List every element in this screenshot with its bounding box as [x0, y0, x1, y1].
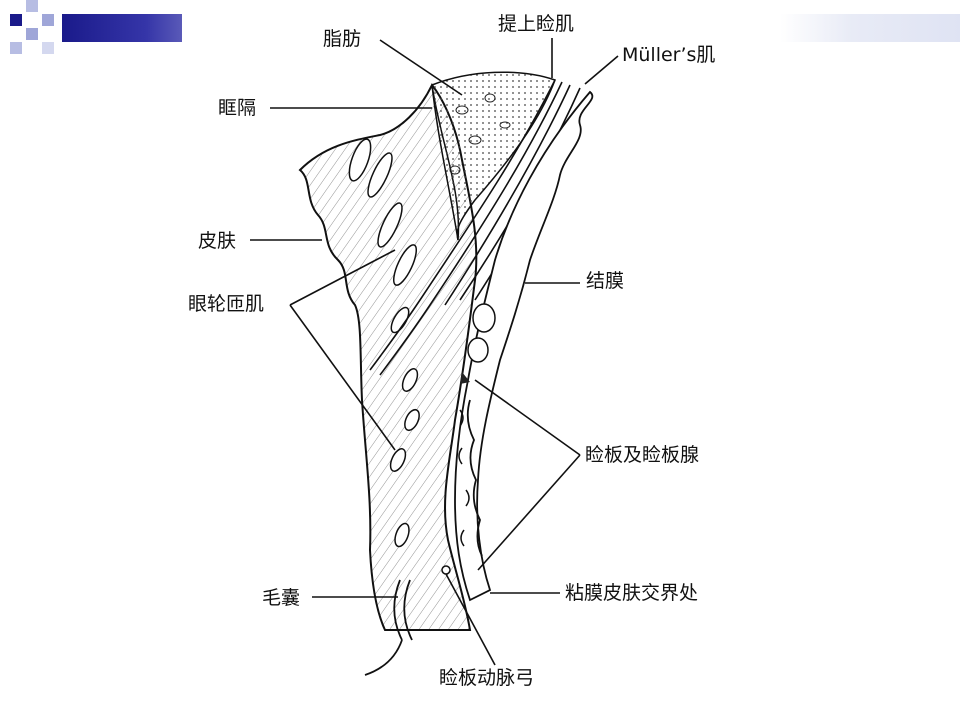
tarsus-region	[441, 90, 594, 602]
orbicularis-bundles	[348, 138, 420, 548]
fat-region	[431, 71, 556, 241]
label-levator: 提上睑肌	[498, 13, 575, 35]
leader-lines	[250, 38, 619, 666]
label-conjunctiva: 结膜	[586, 270, 625, 292]
label-fat: 脂肪	[323, 28, 362, 50]
slide-corner-squares	[0, 0, 80, 60]
header-bar-left	[62, 14, 182, 42]
label-orbicularis: 眼轮匝肌	[188, 293, 265, 315]
header-bar-right	[780, 14, 960, 42]
label-muller: Müller’s肌	[622, 44, 716, 66]
label-tarsus: 睑板及睑板腺	[585, 444, 700, 466]
label-mucocutaneous: 粘膜皮肤交界处	[565, 582, 699, 604]
label-septum: 眶隔	[218, 97, 257, 119]
label-arcade: 睑板动脉弓	[439, 667, 535, 689]
hair-follicle	[364, 579, 413, 676]
label-skin: 皮肤	[198, 230, 237, 252]
label-follicle: 毛囊	[262, 587, 301, 609]
